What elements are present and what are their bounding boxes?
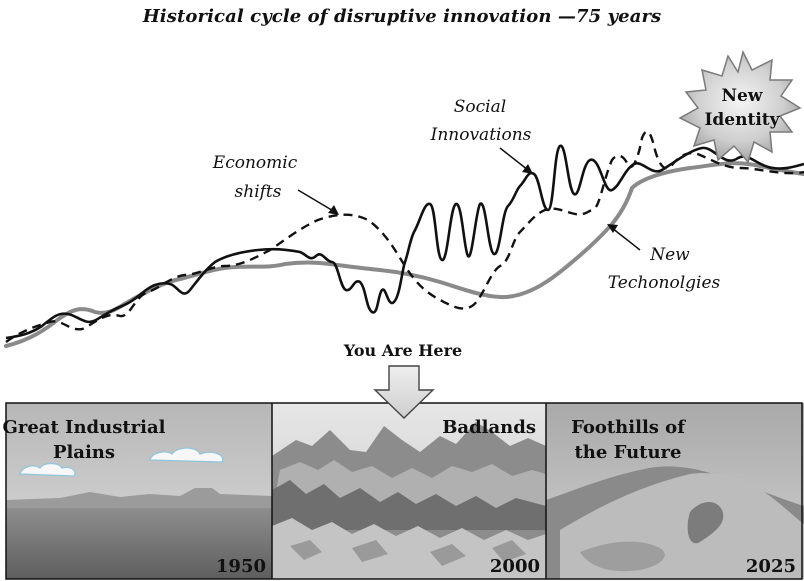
panel-2-year: 2000 (490, 556, 540, 577)
economic-shifts-curve (5, 130, 804, 343)
new-technologies-label-line2: Techonolgies (608, 273, 721, 293)
new-technologies-pointer (611, 227, 641, 251)
panel-badlands: Badlands 2000 (272, 403, 546, 579)
panel-foothills-of-the-future: Foothills of the Future 2025 (546, 403, 804, 579)
new-identity-label-line2: Identity (704, 110, 780, 130)
panel-1-title-line2: Plains (53, 442, 115, 463)
panel-3-title-line2: the Future (574, 442, 681, 463)
you-are-here-label: You Are Here (343, 341, 462, 360)
new-identity-label-line1: New (722, 86, 763, 106)
social-innovations-pointer-head (522, 164, 533, 174)
panel-1-year: 1950 (216, 556, 266, 577)
panel-great-industrial-plains: Great Industrial Plains 1950 (2, 403, 272, 579)
economic-shifts-label-line1: Economic (212, 153, 298, 173)
panel-3-year: 2025 (746, 556, 796, 577)
diagram-title: Historical cycle of disruptive innovatio… (142, 6, 662, 27)
economic-shifts-pointer (297, 189, 336, 213)
panel-2-title: Badlands (442, 417, 536, 438)
social-innovations-label-line1: Social (454, 97, 506, 117)
social-innovations-curve (5, 144, 804, 340)
panel-1-title-line1: Great Industrial (2, 417, 165, 438)
economic-shifts-label-line2: shifts (235, 182, 282, 202)
social-innovations-label-line2: Innovations (430, 125, 532, 145)
economic-shifts-pointer-head (328, 205, 339, 215)
new-technologies-pointer-head (607, 224, 618, 233)
panel-3-title-line1: Foothills of (571, 417, 686, 438)
cloud-left (19, 462, 76, 477)
you-are-here-arrow (373, 365, 435, 419)
cloud-right (149, 447, 224, 463)
new-technologies-label-line1: New (649, 245, 690, 265)
social-innovations-pointer (499, 147, 529, 171)
new-identity-burst (678, 49, 802, 164)
